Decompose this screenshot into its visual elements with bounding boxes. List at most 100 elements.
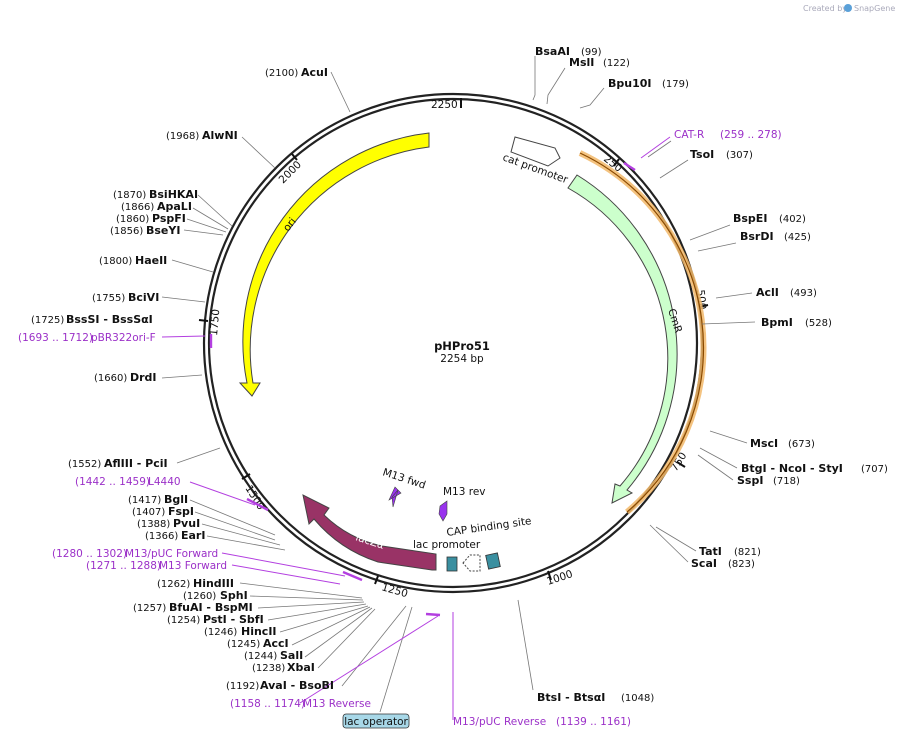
- site-bseyi[interactable]: BseYI: [146, 224, 180, 237]
- cat-r-primer-line: [579, 152, 705, 513]
- site-bsssi[interactable]: BssSI - BssSαI: [66, 313, 153, 326]
- primer-m13-puc-forward-range: (1280 .. 1302): [52, 548, 127, 560]
- site-eari[interactable]: EarI: [181, 529, 205, 542]
- site-acui[interactable]: AcuI: [301, 66, 328, 79]
- site-btsi-btsai[interactable]: BtsI - BtsαI: [537, 691, 605, 704]
- site-apali-pos: (1866): [121, 202, 154, 213]
- lac-operator-block[interactable]: [446, 556, 458, 572]
- plasmid-size: 2254 bp: [440, 353, 484, 365]
- site-drdi[interactable]: DrdI: [130, 371, 157, 384]
- site-bcivi[interactable]: BciVI: [128, 291, 159, 304]
- backbone-inner-ring: [207, 97, 699, 589]
- primer-m13-puc-reverse-range: (1139 .. 1161): [556, 716, 631, 728]
- primer-pbr322ori-f[interactable]: pBR322ori-F: [91, 332, 156, 344]
- leader-lines: [161, 56, 756, 713]
- cap-binding-site-feature[interactable]: [485, 552, 501, 570]
- feature-label-m13-rev: M13 rev: [443, 486, 486, 498]
- site-msli[interactable]: MslI: [569, 56, 594, 69]
- site-scai-pos: (823): [728, 559, 755, 570]
- site-msci[interactable]: MscI: [750, 437, 778, 450]
- primer-marks: [209, 161, 636, 617]
- site-bfuai-bspmi[interactable]: BfuAI - BspMI: [169, 601, 253, 614]
- lacz-alpha-feature[interactable]: [302, 494, 437, 571]
- cat-promoter-feature[interactable]: [510, 136, 561, 167]
- site-fspi-pos: (1407): [132, 507, 165, 518]
- site-pvui[interactable]: PvuI: [173, 517, 200, 530]
- site-drdi-pos: (1660): [94, 373, 127, 384]
- primer-pbr322ori-f-range: (1693 .. 1712): [18, 332, 93, 344]
- site-haeii[interactable]: HaeII: [135, 254, 167, 267]
- site-sphi[interactable]: SphI: [220, 589, 248, 602]
- site-bseyi-pos: (1856): [110, 226, 143, 237]
- site-xbai[interactable]: XbaI: [287, 661, 315, 674]
- primer-leader-lines: [161, 136, 671, 720]
- ori-feature[interactable]: [238, 132, 430, 397]
- site-apali[interactable]: ApaLI: [157, 200, 192, 213]
- feature-label-m13-fwd: M13 fwd: [381, 466, 427, 491]
- site-hindiii-pos: (1262): [157, 579, 190, 590]
- site-bspei-pos: (402): [779, 214, 806, 225]
- site-sspi-pos: (718): [773, 476, 800, 487]
- site-psti-sbfi-pos: (1254): [167, 615, 200, 626]
- site-bfuai-bspmi-pos: (1257): [133, 603, 166, 614]
- site-afliii-pcii[interactable]: AflIII - PciI: [104, 457, 168, 470]
- primer-cat-r-range: (259 .. 278): [720, 129, 782, 141]
- site-pspfi[interactable]: PspFI: [152, 212, 186, 225]
- site-bpmi[interactable]: BpmI: [761, 316, 793, 329]
- lac-promoter-feature[interactable]: [462, 554, 481, 572]
- primer-l4440-range: (1442 .. 1459): [75, 476, 150, 488]
- site-avai-bsobi[interactable]: AvaI - BsoBI: [260, 679, 334, 692]
- site-pspfi-pos: (1860): [116, 214, 149, 225]
- site-acci-pos: (1245): [227, 639, 260, 650]
- site-sspi[interactable]: SspI: [737, 474, 763, 487]
- site-hincii-pos: (1246): [204, 627, 237, 638]
- primer-cat-r[interactable]: CAT-R: [674, 129, 704, 141]
- site-msli-pos: (122): [603, 58, 630, 69]
- site-fspi[interactable]: FspI: [168, 505, 194, 518]
- feature-label-cap: CAP binding site: [446, 515, 532, 539]
- cmr-feature[interactable]: [567, 174, 678, 504]
- site-bspei[interactable]: BspEI: [733, 212, 767, 225]
- site-bsrdi-pos: (425): [784, 232, 811, 243]
- site-scai[interactable]: ScaI: [691, 557, 717, 570]
- feature-label-lac-promoter: lac promoter: [413, 539, 481, 551]
- primer-m13-forward[interactable]: M13 Forward: [159, 560, 227, 572]
- site-bpu10i[interactable]: Bpu10I: [608, 77, 652, 90]
- site-tati[interactable]: TatI: [699, 545, 722, 558]
- site-avai-bsobi-pos: (1192): [226, 681, 259, 692]
- site-bgli[interactable]: BglI: [164, 493, 188, 506]
- tick-label-1250: 1250: [380, 581, 409, 600]
- primer-m13-puc-reverse[interactable]: M13/pUC Reverse: [453, 716, 546, 728]
- primer-m13-reverse[interactable]: M13 Reverse: [303, 698, 371, 710]
- site-acci[interactable]: AccI: [263, 637, 289, 650]
- m13-rev-feature[interactable]: [438, 500, 448, 522]
- site-bcivi-pos: (1755): [92, 293, 125, 304]
- site-pvui-pos: (1388): [137, 519, 170, 530]
- lac-operator-label-box[interactable]: [342, 713, 410, 729]
- site-bsrdi[interactable]: BsrDI: [740, 230, 774, 243]
- site-hincii[interactable]: HincII: [241, 625, 277, 638]
- site-bsihkai-pos: (1870): [113, 190, 146, 201]
- site-sali[interactable]: SalI: [280, 649, 303, 662]
- site-tsoi-pos: (307): [726, 150, 753, 161]
- site-alwni[interactable]: AlwNI: [202, 129, 238, 142]
- primer-m13-reverse-range: (1158 .. 1174): [230, 698, 305, 710]
- site-btgi-ncoi-styi[interactable]: BtgI - NcoI - StyI: [741, 462, 843, 475]
- site-hindiii[interactable]: HindIII: [193, 577, 234, 590]
- primer-l4440[interactable]: L4440: [148, 476, 181, 488]
- site-tati-pos: (821): [734, 547, 761, 558]
- m13-fwd-feature[interactable]: [388, 486, 402, 508]
- primer-m13-puc-forward[interactable]: M13/pUC Forward: [125, 548, 218, 560]
- site-bsaai[interactable]: BsaAI: [535, 45, 570, 58]
- site-bgli-pos: (1417): [128, 495, 161, 506]
- tick-label-1750: 1750: [208, 309, 222, 337]
- site-acli[interactable]: AclI: [756, 286, 779, 299]
- site-tsoi[interactable]: TsoI: [690, 148, 714, 161]
- site-bpmi-pos: (528): [805, 318, 832, 329]
- site-afliii-pcii-pos: (1552): [68, 459, 101, 470]
- site-psti-sbfi[interactable]: PstI - SbfI: [203, 613, 264, 626]
- site-acli-pos: (493): [790, 288, 817, 299]
- site-bsihkai[interactable]: BsiHKAI: [149, 188, 198, 201]
